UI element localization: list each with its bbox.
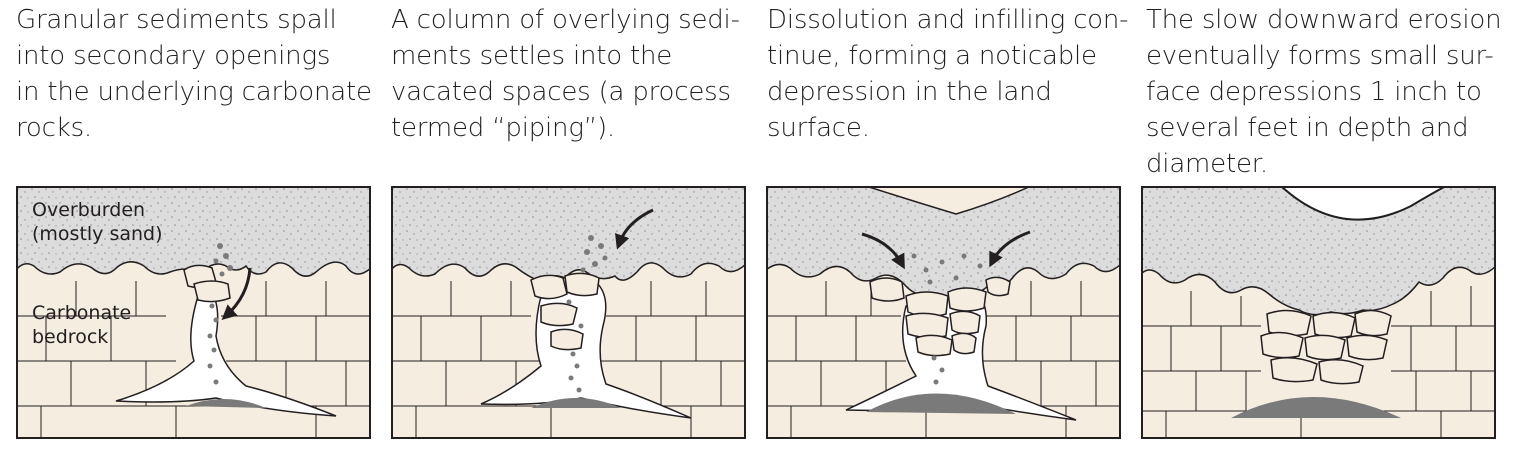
sinkhole-stage-4-diagram — [1141, 186, 1496, 439]
caption-line: A column of overlying sedi- — [391, 5, 740, 35]
caption-line: ments settles into the — [391, 41, 673, 71]
piping-grains — [566, 235, 608, 393]
caption-line: rocks. — [16, 113, 92, 143]
sinkhole-stage-1-diagram: Overburden (mostly sand) Carbonate bedro… — [16, 186, 371, 439]
caption-line: termed “piping”). — [391, 113, 615, 143]
panel-frame — [766, 186, 1121, 439]
panel-4-caption: The slow downward erosion eventually for… — [1146, 2, 1502, 182]
caption-line: vacated spaces (a process — [391, 77, 731, 107]
sediment-pile — [866, 393, 1016, 414]
caption-line: eventually forms small sur- — [1146, 41, 1494, 71]
caption-line: face depressions 1 inch to — [1146, 77, 1482, 107]
caption-line: surface. — [767, 113, 870, 143]
bedrock-sublabel: bedrock — [32, 326, 108, 348]
caption-line: Dissolution and infilling con- — [767, 5, 1129, 35]
panel-frame — [391, 186, 746, 439]
solution-cavity — [480, 281, 692, 419]
rock-blocks — [530, 272, 600, 351]
sinkhole-stage-3-diagram — [766, 186, 1121, 439]
overburden — [391, 186, 746, 283]
caption-line: tinue, forming a noticable — [767, 41, 1097, 71]
rock-blocks — [1260, 309, 1392, 385]
land-surface — [1141, 186, 1496, 221]
caption-line: in the underlying carbonate — [16, 77, 372, 107]
spalling-grains — [207, 243, 233, 385]
left-arrow — [861, 232, 905, 270]
panel-1-caption: Granular sediments spall into secondary … — [16, 2, 372, 146]
caption-line: diameter. — [1146, 149, 1268, 179]
rock-block — [193, 280, 231, 303]
caption-line: depression in the land — [767, 77, 1052, 107]
sinkhole-stage-2-diagram — [391, 186, 746, 439]
panel-3-caption: Dissolution and infilling con- tinue, fo… — [767, 2, 1129, 146]
caption-line: The slow downward erosion — [1146, 5, 1502, 35]
caption-line: into secondary openings — [16, 41, 331, 71]
rock-blocks — [869, 276, 1011, 357]
bedrock-joints — [766, 281, 1121, 439]
caption-line: several feet in depth and — [1146, 113, 1469, 143]
overburden-label: Overburden — [32, 199, 145, 221]
right-arrow — [989, 230, 1031, 268]
panel-2-caption: A column of overlying sedi- ments settle… — [391, 2, 740, 146]
down-arrow — [221, 267, 252, 321]
down-arrow — [615, 208, 654, 250]
bedrock-label: Carbonate — [32, 302, 131, 324]
sediment-pile — [186, 398, 266, 408]
sediment-pile — [531, 398, 621, 408]
sediment-pile — [1231, 397, 1401, 418]
overburden — [1141, 186, 1496, 316]
panel-frame — [1141, 186, 1496, 439]
infilling-grains — [911, 253, 983, 385]
panel-frame — [16, 186, 371, 439]
overburden-sublabel: (mostly sand) — [32, 223, 163, 245]
caption-line: Granular sediments spall — [16, 5, 337, 35]
